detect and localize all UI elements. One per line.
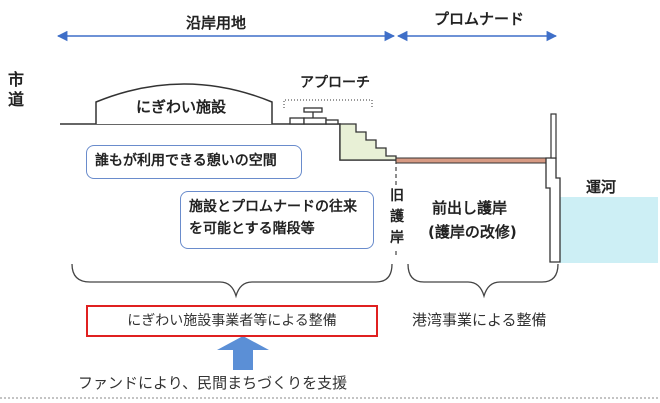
brace-private (71, 263, 393, 299)
new-revetment-line2: (護岸の改修) (428, 223, 517, 241)
approach-label: アプローチ (300, 75, 370, 91)
approach-block-1 (289, 117, 305, 125)
zone-promenade-label: プロムナード (434, 10, 525, 28)
fund-support-label: ファンドにより、民間まちづくりを支援 (78, 374, 348, 392)
canal-label: 運河 (586, 178, 617, 196)
callout-relaxation-space: 誰もが利用できる憩いの空間 (86, 145, 302, 179)
brace-port (407, 263, 559, 299)
callout-stairs-line1: 施設とプロムナードの往来 (189, 199, 357, 215)
zone-coastal-label: 沿岸用地 (186, 14, 247, 32)
new-revetment (545, 157, 561, 263)
callout-stairs-line2: を可能とする階段等 (189, 221, 315, 237)
city-road-label: 市道 (8, 70, 25, 109)
callout-stairs: 施設とプロムナードの往来 を可能とする階段等 (180, 191, 374, 249)
private-work-box: にぎわい施設事業者等による整備 (86, 305, 378, 337)
old-revetment-label: 旧護岸 (388, 186, 406, 249)
stairs (339, 123, 397, 161)
facility-building (95, 83, 273, 124)
new-revetment-line1: 前出し護岸 (432, 199, 508, 217)
approach-block-2 (303, 117, 327, 125)
promenade-deck (395, 157, 547, 164)
approach-post-top (303, 107, 323, 113)
railing-post (550, 113, 557, 159)
support-arrow (217, 336, 269, 370)
facility-label: にぎわい施設 (136, 98, 227, 116)
new-revetment-label: 前出し護岸 (護岸の改修) (428, 196, 517, 244)
port-work-label: 港湾事業による整備 (412, 311, 547, 329)
approach-block-3 (325, 119, 339, 125)
canal-water (560, 197, 658, 263)
